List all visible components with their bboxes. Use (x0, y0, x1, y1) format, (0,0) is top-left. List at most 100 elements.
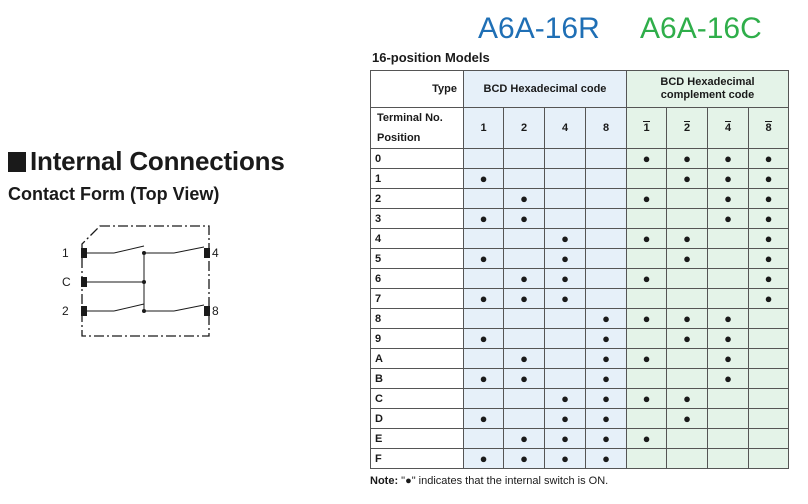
switch-cell-c-0 (626, 168, 667, 189)
on-dot-icon: ● (642, 311, 651, 326)
on-dot-icon: ● (683, 311, 691, 326)
switch-cell-c-0: ● (626, 308, 667, 329)
col-header-r-8: 8 (585, 107, 627, 149)
on-dot-icon: ● (520, 351, 528, 366)
model-a6a-16c-label: A6A-16C (640, 12, 762, 45)
terminal-position-header: Terminal No.Position (370, 107, 464, 149)
position-cell: A (370, 348, 464, 369)
on-dot-icon: ● (764, 231, 773, 246)
switch-cell-c-0: ● (626, 268, 667, 289)
switch-cell-c-0 (626, 368, 667, 389)
table-row: 6●●●● (370, 268, 789, 289)
on-dot-icon: ● (724, 351, 732, 366)
on-dot-icon: ● (602, 431, 610, 446)
on-dot-icon: ● (602, 451, 610, 466)
table-row: 5●●●● (370, 248, 789, 269)
position-cell: D (370, 408, 464, 429)
col-header-c-2-text: 2 (683, 121, 691, 134)
switch-cell-r-0: ● (463, 288, 504, 309)
table-row: 1●●●● (370, 168, 789, 189)
switch-cell-c-3: ● (748, 148, 789, 169)
switch-cell-r-2: ● (544, 228, 586, 249)
position-cell: E (370, 428, 464, 449)
table-row: B●●●● (370, 368, 789, 389)
switch-cell-c-0: ● (626, 228, 667, 249)
switch-cell-c-0: ● (626, 428, 667, 449)
switch-cell-r-2 (544, 188, 586, 209)
on-dot-icon: ● (602, 391, 610, 406)
table-row: 8●●●● (370, 308, 789, 329)
section-subtitle: Contact Form (Top View) (8, 184, 220, 204)
on-dot-icon: ● (724, 171, 732, 186)
switch-cell-c-3 (748, 448, 789, 469)
on-dot-icon: ● (642, 271, 651, 286)
group-header-complement-line2: complement code (660, 89, 755, 101)
on-dot-icon: ● (642, 231, 651, 246)
on-dot-icon: ● (642, 431, 651, 446)
switch-cell-r-0 (463, 148, 504, 169)
switch-cell-r-1 (503, 228, 545, 249)
switch-cell-c-0: ● (626, 348, 667, 369)
col-header-r-4: 4 (544, 107, 586, 149)
switch-cell-r-0: ● (463, 208, 504, 229)
on-dot-icon: ● (724, 151, 732, 166)
position-cell: 1 (370, 168, 464, 189)
on-dot-icon: ● (602, 311, 610, 326)
terminal-label-2: 2 (62, 304, 69, 318)
on-dot-icon: ● (764, 251, 773, 266)
switch-cell-c-3: ● (748, 228, 789, 249)
switch-cell-r-2 (544, 168, 586, 189)
switch-cell-c-1 (666, 348, 708, 369)
switch-cell-r-0 (463, 428, 504, 449)
table-row: F●●●● (370, 448, 789, 469)
position-cell: 6 (370, 268, 464, 289)
on-dot-icon: ● (683, 171, 691, 186)
switch-cell-r-3 (585, 168, 627, 189)
switch-cell-r-3 (585, 148, 627, 169)
on-dot-icon: ● (520, 191, 528, 206)
position-cell: 7 (370, 288, 464, 309)
switch-cell-r-1: ● (503, 208, 545, 229)
table-row: 4●●●● (370, 228, 789, 249)
switch-cell-c-3: ● (748, 168, 789, 189)
on-dot-icon: ● (724, 331, 732, 346)
switch-cell-r-2 (544, 148, 586, 169)
switch-cell-c-1 (666, 268, 708, 289)
switch-cell-r-0 (463, 308, 504, 329)
switch-cell-r-2 (544, 328, 586, 349)
switch-cell-r-0 (463, 268, 504, 289)
switch-cell-r-3: ● (585, 388, 627, 409)
switch-cell-c-1 (666, 448, 708, 469)
on-dot-icon: ● (602, 351, 610, 366)
on-dot-icon: ● (479, 211, 488, 226)
connection-table: Type BCD Hexadecimal code BCD Hexadecima… (370, 70, 789, 469)
switch-cell-c-2: ● (707, 148, 749, 169)
switch-cell-r-0: ● (463, 448, 504, 469)
section-title-text: Internal Connections (30, 146, 285, 176)
group-header-bcd-hex-text: BCD Hexadecimal code (483, 82, 607, 95)
switch-cell-c-1 (666, 428, 708, 449)
switch-cell-r-2: ● (544, 408, 586, 429)
switch-cell-c-2: ● (707, 328, 749, 349)
switch-cell-c-3 (748, 388, 789, 409)
switch-cell-r-1: ● (503, 428, 545, 449)
table-row: 7●●●● (370, 288, 789, 309)
on-dot-icon: ● (642, 191, 651, 206)
switch-cell-c-2 (707, 288, 749, 309)
switch-cell-c-3 (748, 348, 789, 369)
on-dot-icon: ● (602, 371, 610, 386)
switch-cell-c-1: ● (666, 248, 708, 269)
footnote: Note: "●" indicates that the internal sw… (370, 475, 608, 487)
on-dot-icon: ● (724, 311, 732, 326)
terminal-label-1: 1 (62, 246, 69, 260)
on-dot-icon: ● (561, 411, 569, 426)
on-dot-icon: ● (561, 231, 569, 246)
switch-cell-c-3 (748, 368, 789, 389)
col-header-c-4-text: 4 (724, 121, 732, 134)
on-dot-icon: ● (764, 291, 773, 306)
switch-cell-c-2 (707, 428, 749, 449)
note-text: "●" indicates that the internal switch i… (398, 475, 609, 487)
position-cell: 5 (370, 248, 464, 269)
switch-cell-r-1 (503, 328, 545, 349)
